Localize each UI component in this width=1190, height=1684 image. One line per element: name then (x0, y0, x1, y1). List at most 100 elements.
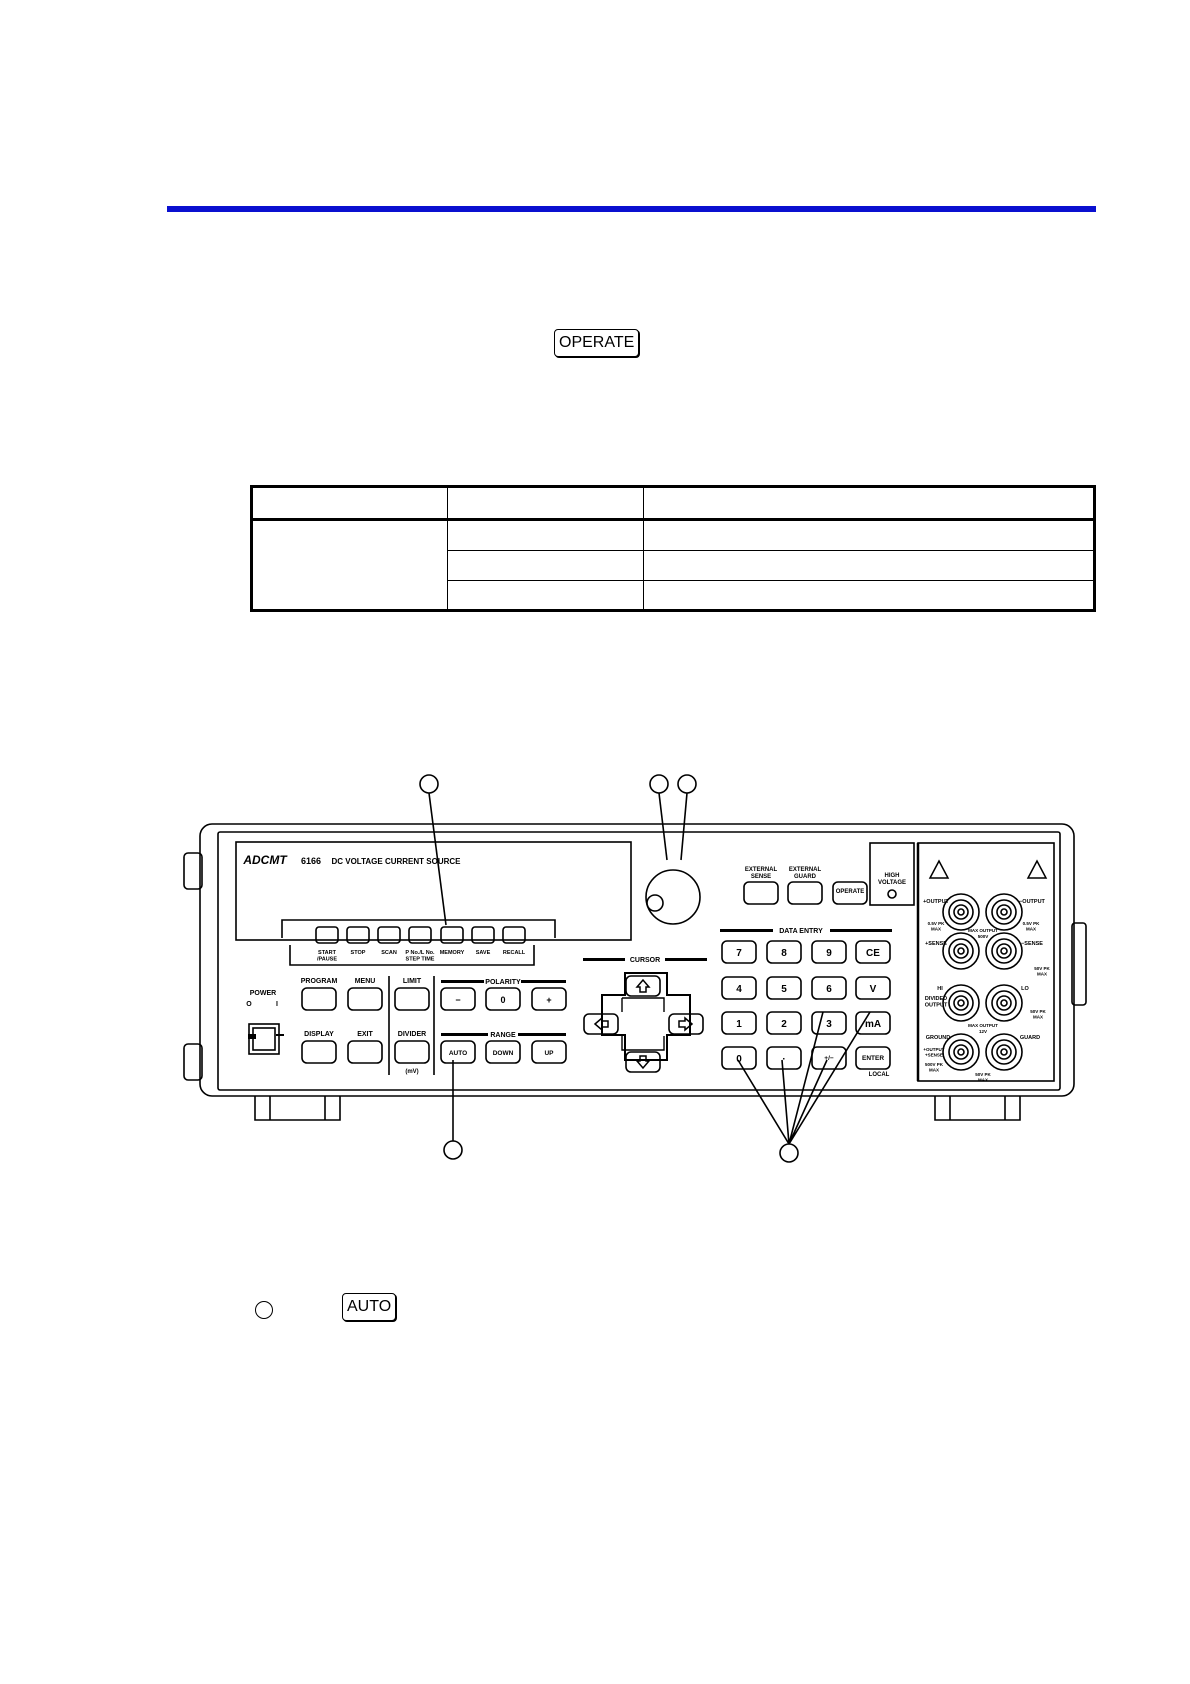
terminal-jack (1000, 947, 1008, 955)
data-entry-key (721, 1046, 757, 1070)
terminal-label: MAX (978, 1078, 988, 1083)
exit-label: EXIT (357, 1031, 373, 1038)
data-entry-key-label: 7 (736, 948, 742, 959)
table-header-row (251, 485, 1095, 522)
data-entry-key (721, 976, 757, 1000)
table-cell (447, 485, 644, 522)
terminal-jack (953, 904, 969, 920)
terminal-jack (996, 943, 1012, 959)
cursor-up-icon (635, 978, 651, 993)
data-entry-key (811, 1046, 847, 1070)
terminal-label: 12V (979, 1029, 987, 1034)
data-entry-key-label: CE (866, 948, 880, 959)
data-entry-key-label: mA (865, 1019, 881, 1030)
external-sense-label: EXTERNAL (745, 867, 778, 873)
data-entry-key (855, 940, 891, 964)
terminal-label: +SENSE (925, 1053, 943, 1058)
table-cell (643, 549, 1095, 581)
terminal-label: −SENSE (1021, 941, 1043, 947)
terminal-jack (985, 893, 1023, 931)
data-entry-key-label: 6 (826, 984, 832, 995)
data-entry-key-label: 9 (826, 948, 832, 959)
callout-circle (677, 774, 697, 794)
soft-key-label: P No./L No. (405, 950, 435, 956)
data-entry-label: DATA ENTRY (779, 928, 823, 935)
terminal-label: MAX (1026, 927, 1036, 932)
data-entry-key (811, 976, 847, 1000)
data-entry-key-label: +/− (824, 1055, 834, 1062)
callout-circle (419, 774, 439, 794)
auto-key-inline: AUTO (342, 1293, 397, 1321)
data-entry-key-label: ENTER (862, 1055, 884, 1062)
terminal-label: HI (937, 986, 943, 992)
data-entry-key (721, 940, 757, 964)
soft-key-label: STOP (351, 950, 366, 956)
external-guard-label: GUARD (794, 874, 817, 880)
data-entry-key-label: 1 (736, 1019, 742, 1030)
terminal-jack (953, 995, 969, 1011)
power-label: POWER (250, 990, 276, 997)
terminal-jack (985, 984, 1023, 1022)
section-rule (167, 206, 1096, 212)
terminal-label: MAX OUTPUT (968, 1023, 998, 1028)
data-entry-key-label: V (870, 984, 877, 995)
callout-circle-inline (255, 1301, 273, 1319)
data-entry-key (811, 940, 847, 964)
terminal-label: +SENSE (925, 941, 947, 947)
data-entry-key (855, 1011, 891, 1035)
operate-key-label: OPERATE (836, 889, 865, 895)
callout-circle (779, 1143, 799, 1163)
cursor-left-icon (593, 1016, 609, 1032)
terminal-jack (948, 938, 974, 964)
terminal-label: 50V PK (1034, 966, 1050, 971)
terminal-jack (985, 1033, 1023, 1071)
range-key-label: UP (544, 1050, 554, 1057)
terminal-label: −OUTPUT (1019, 899, 1045, 905)
soft-key-label: SCAN (381, 950, 397, 956)
cursor-label: CURSOR (630, 957, 660, 964)
table-cell (643, 485, 1095, 522)
data-entry-key-label: 4 (736, 984, 742, 995)
terminal-jack (948, 1039, 974, 1065)
polarity-key-label: − (455, 995, 460, 1005)
terminal-jack (985, 932, 1023, 970)
data-entry-key (811, 1011, 847, 1035)
divider-sub-label: (mV) (405, 1069, 418, 1075)
terminal-jack (996, 904, 1012, 920)
data-entry-key (766, 976, 802, 1000)
data-entry-key-label: 8 (781, 948, 787, 959)
table-cell (447, 519, 644, 551)
terminal-label: 50V PK (1030, 1009, 1046, 1014)
terminal-jack (948, 899, 974, 925)
terminal-label: DIVIDED (925, 996, 947, 1002)
data-entry-key (855, 1046, 891, 1070)
data-entry-key-label: 5 (781, 984, 787, 995)
polarity-label: POLARITY (485, 979, 521, 986)
soft-key-label: SAVE (476, 950, 491, 956)
terminal-label: MAX (1033, 1015, 1043, 1020)
terminal-label: LO (1021, 986, 1029, 992)
terminal-jack (1000, 999, 1008, 1007)
terminal-label: 0.5V PK (928, 921, 946, 926)
terminal-jack (942, 984, 980, 1022)
terminal-label: 500V (978, 934, 989, 939)
terminal-label: GROUND (926, 1035, 950, 1041)
table-cell (643, 579, 1095, 612)
soft-key-label: START (318, 950, 337, 956)
terminal-jack (991, 990, 1017, 1016)
data-entry-key-label: · (782, 1054, 785, 1065)
data-entry-key (721, 1011, 757, 1035)
external-guard-label: EXTERNAL (789, 867, 822, 873)
data-entry-key-label: 3 (826, 1019, 832, 1030)
soft-key-label: /PAUSE (317, 957, 337, 963)
terminal-jack (1000, 1048, 1008, 1056)
terminal-jack (991, 938, 1017, 964)
range-key-label: AUTO (449, 1050, 467, 1057)
power-on-label: I (276, 1001, 278, 1008)
divider-label: DIVIDER (398, 1031, 426, 1038)
terminal-label: 500V PK (925, 1062, 944, 1067)
soft-key-label: MEMORY (440, 950, 465, 956)
terminal-label: GUARD (1020, 1035, 1040, 1041)
high-voltage-label: VOLTAGE (878, 880, 906, 886)
table-cell (251, 519, 448, 611)
